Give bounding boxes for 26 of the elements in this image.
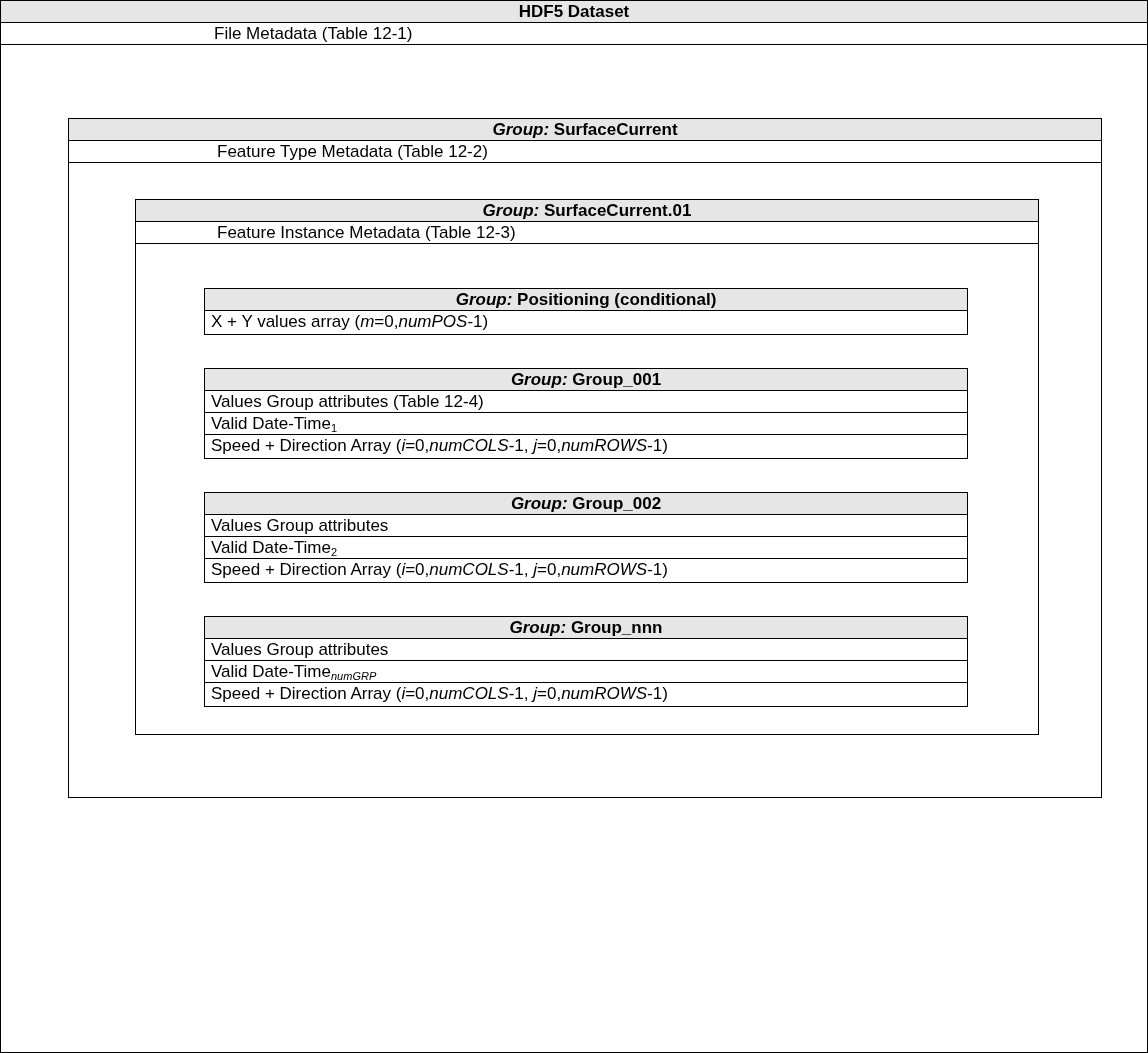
attribute-row-text: Speed + Direction Array (i=0,numCOLS-1, j=0,numROWS-1): [210, 559, 669, 581]
attribute-row: Valid Date-Time$_{numGRP}$: [205, 661, 967, 683]
group-title: Group: SurfaceCurrent.01: [136, 200, 1038, 222]
group-title: Group: Group_nnn: [205, 617, 967, 639]
group-table: [204, 616, 968, 707]
attribute-row: Valid Date-Time$_{1}$: [205, 413, 967, 435]
group-title: Group: Group_002: [205, 493, 967, 515]
group-title: Group: SurfaceCurrent: [69, 119, 1101, 141]
attribute-row: Feature Instance Metadata (Table 12-3): [136, 222, 1038, 244]
attribute-row-text: X + Y values array (m=0,numPOS-1): [210, 311, 490, 333]
attribute-row: Valid Date-Time$_{2}$: [205, 537, 967, 559]
group-table: [204, 288, 968, 335]
group-title: Group: Group_001: [205, 369, 967, 391]
group-title: Group: Positioning (conditional): [205, 289, 967, 311]
attribute-row-text: Speed + Direction Array (i=0,numCOLS-1, j=0,numROWS-1): [210, 435, 669, 457]
group-table: [204, 492, 968, 583]
attribute-row: Values Group attributes (Table 12-4): [205, 391, 967, 413]
attribute-row-text: Speed + Direction Array (i=0,numCOLS-1, j=0,numROWS-1): [210, 683, 669, 705]
attribute-row: Feature Type Metadata (Table 12-2): [69, 141, 1101, 163]
group-table: [204, 368, 968, 459]
attribute-row: File Metadata (Table 12-1): [1, 23, 1147, 45]
group-title: HDF5 Dataset: [1, 1, 1147, 23]
group-table: [135, 199, 1039, 735]
attribute-row: Values Group attributes: [205, 639, 967, 661]
group-table: [68, 118, 1102, 798]
attribute-row: Values Group attributes: [205, 515, 967, 537]
